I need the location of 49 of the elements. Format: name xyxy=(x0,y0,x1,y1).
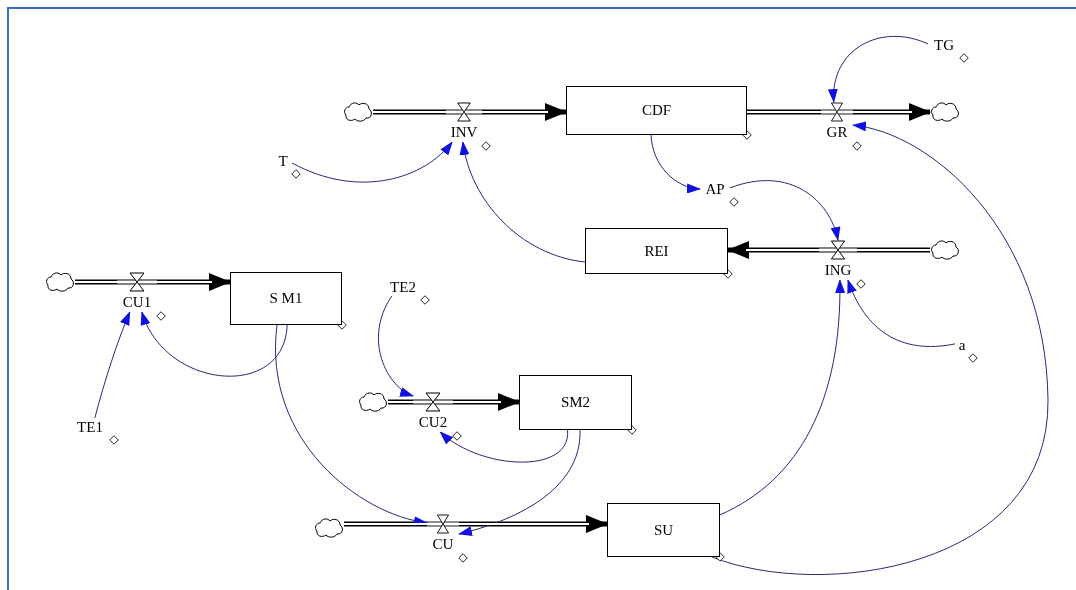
flow-pipe xyxy=(482,103,567,121)
flow-valve: ING xyxy=(819,240,857,280)
causal-link xyxy=(711,122,1049,575)
causal-link xyxy=(847,279,956,347)
flow-pipe xyxy=(157,273,231,291)
stock-box: SU xyxy=(607,503,720,557)
source-cloud xyxy=(314,517,344,539)
flow-valve: CU1 xyxy=(117,272,157,312)
variable-label: T xyxy=(274,152,292,170)
variable-label: a xyxy=(955,336,969,354)
causal-link xyxy=(439,429,569,463)
causal-link xyxy=(460,141,586,263)
flow-pipe xyxy=(727,241,819,259)
variable-label: TG xyxy=(928,36,960,54)
flow-pipe xyxy=(75,279,117,285)
stock-box: SM2 xyxy=(519,375,632,430)
stock-box: S M1 xyxy=(230,272,342,325)
source-cloud xyxy=(930,101,960,123)
stock-box: CDF xyxy=(566,86,747,135)
flow-pipe xyxy=(857,247,930,253)
source-cloud xyxy=(930,239,960,261)
stock-box: REI xyxy=(585,228,728,274)
source-cloud xyxy=(343,101,373,123)
source-cloud xyxy=(45,271,75,293)
flow-pipe xyxy=(747,109,821,115)
causal-link xyxy=(275,324,428,526)
causal-link xyxy=(719,279,845,516)
causal-link xyxy=(377,295,414,397)
causal-link xyxy=(141,311,288,377)
causal-link xyxy=(828,35,929,103)
causal-link xyxy=(729,180,840,241)
flow-valve: CU2 xyxy=(413,392,453,432)
causal-link xyxy=(94,311,131,419)
flow-valve: GR xyxy=(821,102,853,142)
variable-label: AP xyxy=(700,180,730,198)
causal-link xyxy=(650,134,701,193)
flow-valve: INV xyxy=(446,102,482,142)
causal-link xyxy=(291,141,453,183)
flow-pipe xyxy=(388,399,413,405)
causal-link xyxy=(458,429,581,536)
variable-label: TE2 xyxy=(385,278,421,296)
flow-pipe xyxy=(373,109,446,115)
flow-pipe xyxy=(459,515,608,533)
variable-label: TE1 xyxy=(70,418,110,436)
flow-pipe xyxy=(453,393,520,411)
source-cloud xyxy=(358,391,388,413)
flow-valve: CU xyxy=(427,514,459,554)
flow-pipe xyxy=(344,521,427,527)
flow-pipe xyxy=(853,103,931,121)
